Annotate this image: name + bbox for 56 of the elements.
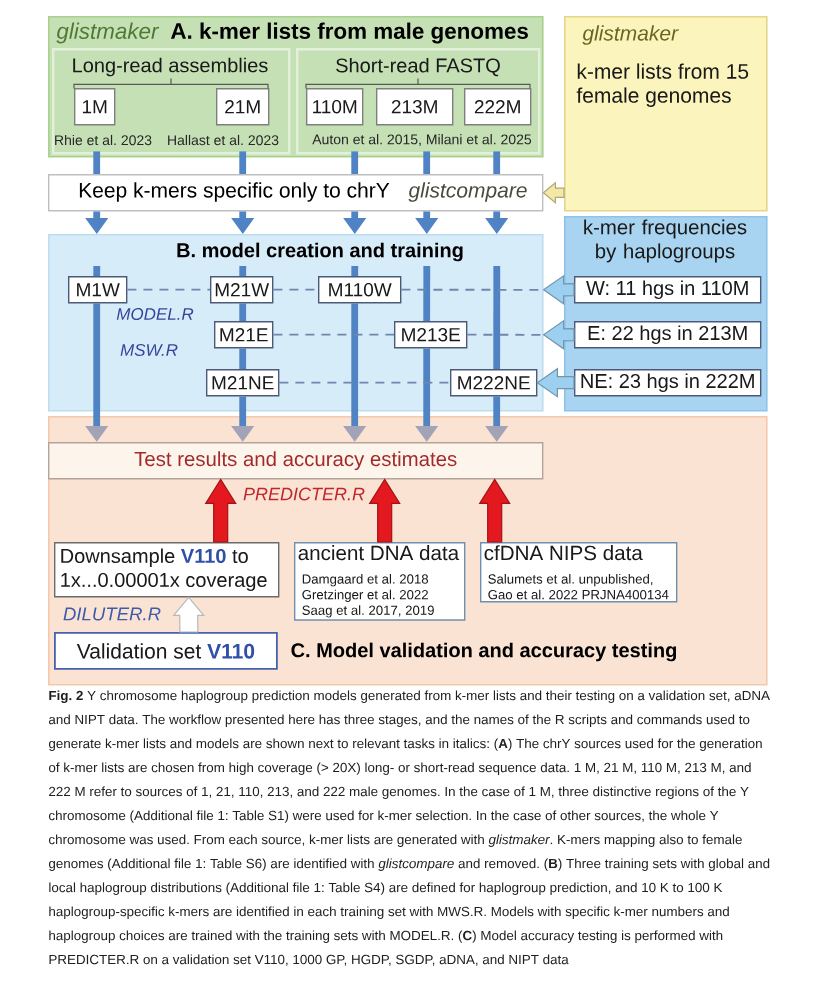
block-arrow — [478, 478, 511, 543]
source-box: 21M — [216, 88, 270, 126]
connector-line — [239, 265, 247, 277]
connector-line — [239, 303, 247, 321]
connector-line — [239, 348, 247, 369]
dashed-line — [272, 288, 319, 291]
model-box: M213E — [394, 321, 468, 349]
block-arrow — [542, 319, 575, 350]
model-box: M21W — [210, 276, 274, 304]
connector-line — [423, 151, 431, 174]
connector-line — [239, 151, 247, 174]
haplogroup-box: NE: 23 hgs in 222M — [574, 369, 762, 397]
panel-title: A. k-mer lists from male genomes — [170, 22, 528, 44]
block-arrow — [542, 274, 575, 305]
panel-title: k-mer frequencies by haplogroups — [584, 219, 747, 263]
model-box: M110W — [318, 276, 402, 304]
model-box: M21NE — [206, 369, 280, 397]
connector-line — [423, 266, 431, 321]
connector-line — [351, 266, 359, 277]
panel-title: B. model creation and training — [177, 242, 463, 262]
script-name: DILUTER.R — [63, 607, 161, 621]
dashed-line — [278, 381, 451, 384]
tool-name: glistmaker — [582, 25, 679, 45]
model-box: M21E — [214, 321, 274, 349]
tool-name: glistmaker — [56, 22, 160, 44]
connector-line — [493, 151, 501, 174]
dashed-line — [466, 333, 545, 336]
script-name: PREDICTER.R — [243, 487, 365, 501]
script-name: MODEL.R — [116, 308, 194, 320]
model-box: M1W — [68, 276, 128, 304]
connector-line — [493, 266, 501, 369]
block-arrow — [172, 596, 205, 633]
haplogroup-box: E: 22 hgs in 213M — [574, 321, 762, 349]
group-title: Long-read assemblies — [73, 57, 268, 77]
block-arrow — [536, 367, 575, 398]
haplogroup-box: W: 11 hgs in 110M — [574, 276, 762, 304]
process-box: Downsample V110 to 1x...0.00001x coverage — [54, 542, 280, 598]
block-arrow — [204, 478, 237, 543]
block-arrow — [368, 478, 401, 543]
dataset-box: Validation set V110 — [54, 632, 278, 670]
source-box: 213M — [376, 88, 454, 126]
connector-line — [93, 265, 101, 277]
source-box: 222M — [464, 88, 532, 126]
group-title: Short-read FASTQ — [336, 57, 500, 77]
source-box: 1M — [74, 88, 116, 126]
model-box: M222NE — [450, 369, 538, 397]
result-box: Test results and accuracy estimates — [48, 442, 544, 480]
block-arrow — [542, 181, 565, 204]
dashed-line — [126, 288, 211, 291]
source-box: 110M — [306, 88, 364, 126]
connector-line — [93, 151, 101, 174]
connector-line — [351, 151, 359, 174]
dashed-line — [272, 333, 395, 336]
tool-name: glistcompare — [408, 182, 527, 202]
panel-title: C. Model validation and accuracy testing — [291, 642, 677, 662]
script-name: MSW.R — [120, 344, 178, 356]
